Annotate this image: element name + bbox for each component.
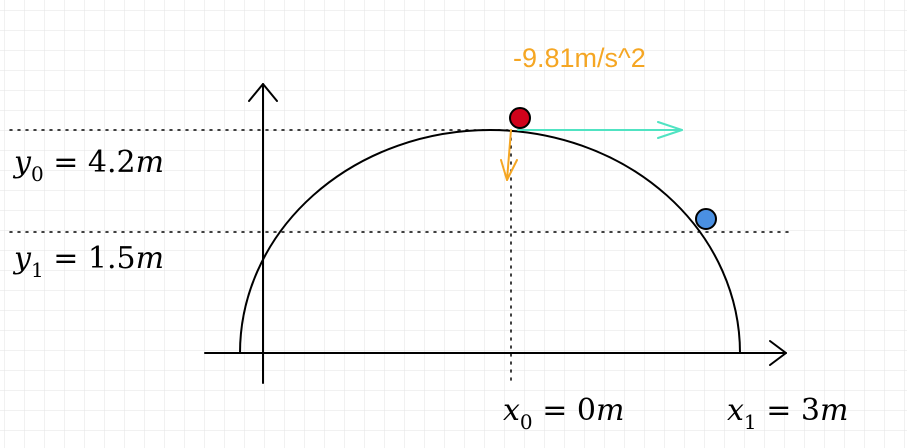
blue-ball xyxy=(695,208,717,230)
x-axis-arrowhead xyxy=(769,340,787,366)
y1-label: y1 = 1.5m xyxy=(12,241,164,282)
semicircle-path xyxy=(239,129,741,354)
y-axis-arrowhead xyxy=(248,83,278,102)
red-ball xyxy=(509,107,531,129)
x-axis xyxy=(204,340,787,366)
y0-label: y0 = 4.2m xyxy=(12,145,164,186)
gravity-arrow xyxy=(500,129,518,181)
velocity-arrow xyxy=(517,121,683,139)
acceleration-label: -9.81m/s^2 xyxy=(513,43,646,73)
y-axis xyxy=(248,83,278,384)
x0-label: x0 = 0m xyxy=(503,393,624,434)
x1-label: x1 = 3m xyxy=(727,393,848,434)
